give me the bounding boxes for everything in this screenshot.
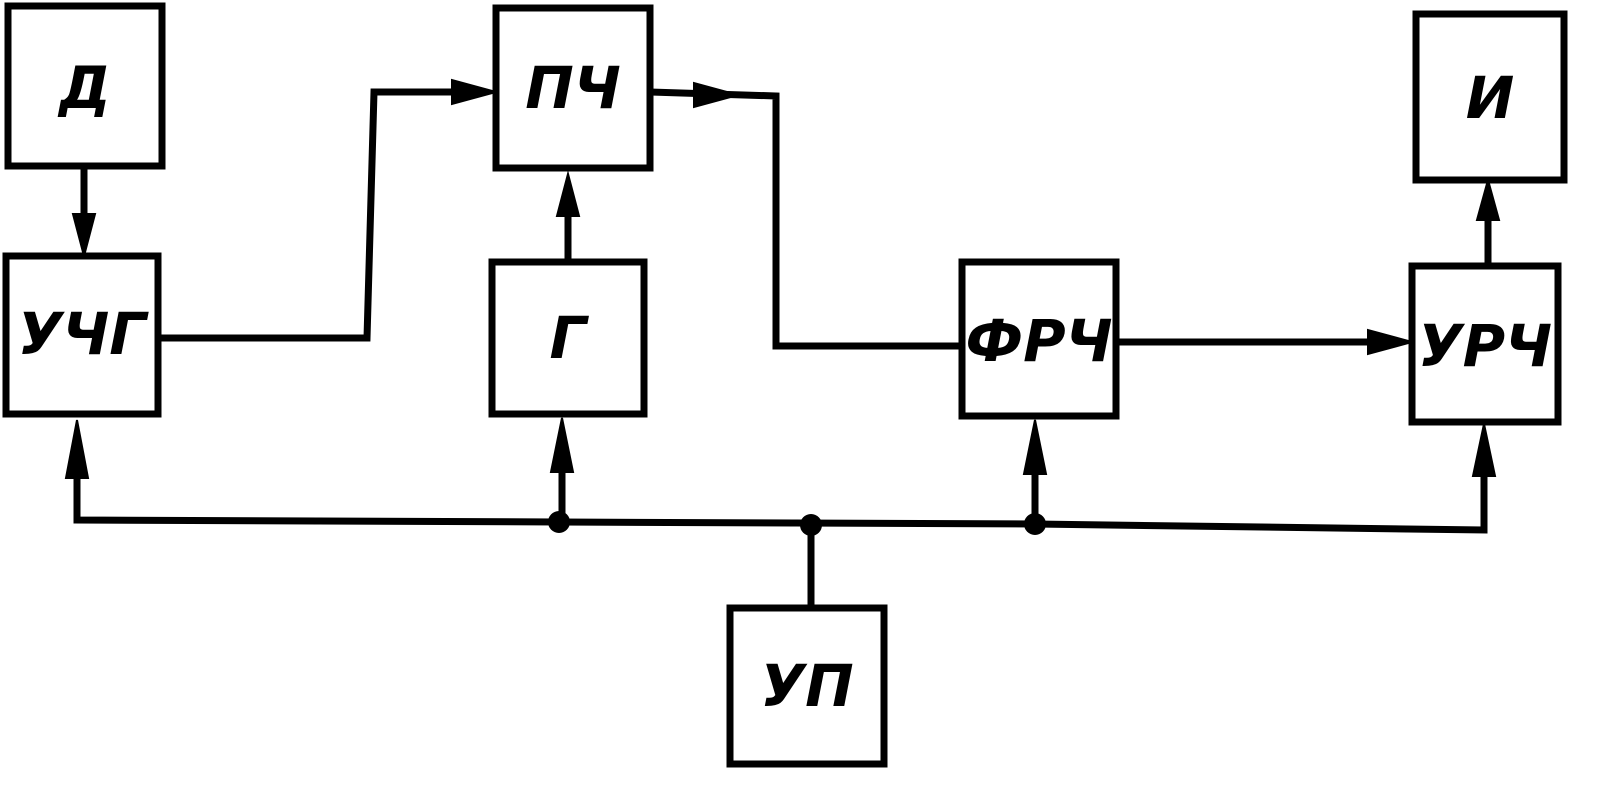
block-g-box — [488, 258, 648, 418]
block-up: УП — [726, 604, 888, 768]
block-uchg-label: УЧГ — [18, 300, 150, 368]
arrow-into-uchg-bottom — [64, 419, 90, 479]
block-pch-box — [492, 4, 654, 172]
wire-pch-to-frch — [646, 88, 966, 350]
block-up-box — [726, 604, 888, 768]
block-uchg: УЧГ — [2, 252, 162, 418]
block-urch-label: УРЧ — [1418, 312, 1552, 380]
arrow-into-urch-bottom — [1471, 423, 1497, 477]
arrow-into-g-bottom — [549, 417, 575, 473]
block-pch: ПЧ — [492, 4, 654, 172]
junction-dot-frch — [1024, 513, 1046, 535]
block-d: Д — [4, 2, 166, 170]
block-g: Г — [488, 258, 648, 418]
arrow-into-pch-bottom — [555, 170, 581, 217]
block-d-label: Д — [57, 54, 111, 122]
arrow-into-i-bottom — [1475, 176, 1501, 221]
block-urch: УРЧ — [1408, 262, 1562, 426]
block-g-label: Г — [550, 304, 590, 372]
junction-dot-up — [800, 514, 822, 536]
block-up-label: УП — [760, 652, 853, 720]
block-i-label: И — [1466, 64, 1515, 132]
arrowheads — [64, 78, 1501, 479]
junctions — [548, 511, 1046, 536]
arrow-into-pch-left — [451, 78, 500, 106]
block-uchg-box — [2, 252, 162, 418]
connections — [73, 88, 1492, 612]
wire-uchg-to-pch — [154, 88, 466, 342]
arrow-into-frch-bottom — [1022, 419, 1048, 475]
block-i-box — [1412, 10, 1568, 184]
arrow-into-uchg-top — [71, 213, 97, 260]
control-bus — [73, 464, 1488, 534]
block-urch-box — [1408, 262, 1562, 426]
block-i: И — [1412, 10, 1568, 184]
arrow-toward-frch — [693, 81, 742, 109]
block-frch: ФРЧ — [958, 258, 1120, 420]
block-frch-label: ФРЧ — [966, 307, 1113, 375]
arrow-into-urch-left — [1367, 328, 1416, 356]
block-d-box — [4, 2, 166, 170]
block-pch-label: ПЧ — [525, 54, 620, 122]
block-frch-box — [958, 258, 1120, 420]
junction-dot-g — [548, 511, 570, 533]
